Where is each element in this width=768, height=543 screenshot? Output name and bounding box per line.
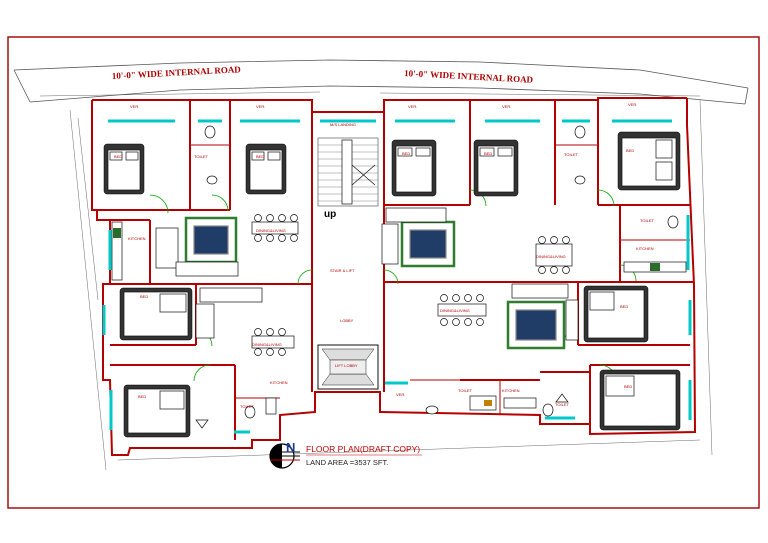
dimension-lines [39, 91, 713, 471]
drawing-title: FLOOR PLAN(DRAFT COPY) [306, 444, 420, 454]
kitchen-label-2: KITCHEN [636, 246, 654, 251]
sheet-frame [7, 36, 760, 509]
lobby-label: LOBBY [340, 318, 354, 323]
land-area-label: LAND AREA =3537 SFT. [306, 458, 388, 467]
bed-label-9: BED [624, 384, 632, 389]
kitchen-label-4: KITCHEN [502, 388, 520, 393]
bed-label-4: BED [484, 151, 492, 156]
dining-label-4: DINING&LIVING [440, 308, 470, 313]
dining-label-1: DINING&LIVING [256, 228, 286, 233]
road-label-right: 10'-0" WIDE INTERNAL ROAD [404, 68, 534, 85]
stair-up-label: up [324, 209, 336, 220]
building-walls [91, 97, 697, 456]
kitchen-label-1: KITCHEN [128, 236, 146, 241]
sofas [155, 207, 579, 341]
lift [317, 344, 379, 390]
windows [102, 119, 692, 434]
toilet-label-1: TOILET [194, 154, 208, 159]
dining-label-2: DINING&LIVING [536, 254, 566, 259]
toilet-label-3: TOILET [640, 218, 654, 223]
bed-label-3: BED [402, 151, 410, 156]
bed-label-5: BED [626, 148, 634, 153]
bed-label-1: BED [114, 154, 122, 159]
verandah-label-4: VER. [502, 104, 511, 109]
road-label-left: 10'-0" WIDE INTERNAL ROAD [112, 64, 242, 81]
north-label: N [286, 440, 295, 455]
verandah-label-6: VER. [396, 392, 405, 397]
stair-lift-label: STAIR & LIFT [330, 268, 355, 273]
room-labels: BED BED BED BED BED BED BED BED BED TOIL… [114, 102, 654, 409]
toilet-label-2: TOILET [564, 152, 578, 157]
beds [103, 131, 681, 438]
verandah-label-5: VER. [628, 102, 637, 107]
toilet-label-4: TOILET [240, 404, 254, 409]
staircase [317, 137, 379, 207]
toilet-label-5: TOILET [458, 388, 472, 393]
dining-tables [251, 214, 573, 356]
bed-label-8: BED [620, 304, 628, 309]
bed-label-7: BED [138, 394, 146, 399]
bed-label-6: BED [140, 294, 148, 299]
north-arrow [269, 443, 300, 469]
kitchen-label-3: KITCHEN [270, 380, 288, 385]
living-carpets [184, 216, 566, 350]
lift-lobby-label: LIFT LOBBY [335, 363, 358, 368]
verandah-label-1: VER. [130, 104, 139, 109]
verandah-label-2: VER. [256, 104, 265, 109]
bed-label-2: BED [256, 154, 264, 159]
landing-label: M/S LANDING [330, 122, 356, 127]
dining-label-3: DINING&LIVING [252, 342, 282, 347]
toilet-label-6: TOILET [555, 402, 569, 407]
fixtures [111, 125, 687, 429]
verandah-label-3: VER. [408, 104, 417, 109]
